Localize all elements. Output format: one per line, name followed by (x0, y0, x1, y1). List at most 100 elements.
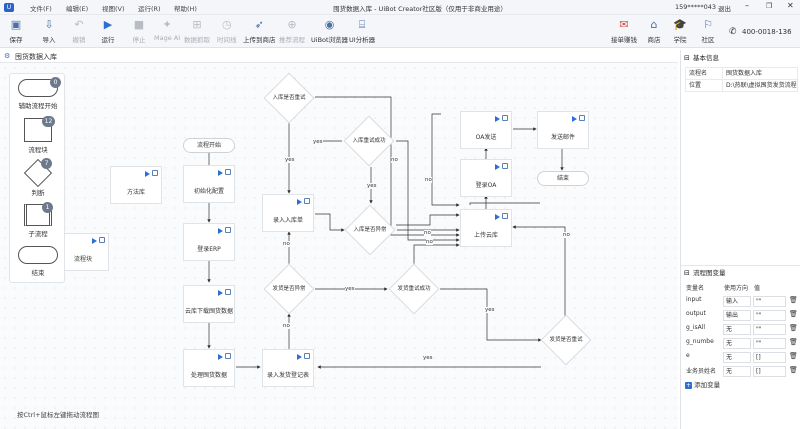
palette-decision[interactable]: 7 判断 (10, 158, 66, 197)
decision-node[interactable]: 发货重试成功 (388, 263, 440, 315)
edit-block-icon[interactable] (304, 353, 310, 359)
mage-ai-button[interactable]: ✦Mage AI (154, 18, 181, 42)
timeline-button[interactable]: ◷时间线 (217, 18, 237, 44)
direction-select[interactable]: 无 (723, 352, 751, 363)
variable-row[interactable]: g_numbe 无 "" 🗑 (686, 338, 798, 349)
edit-block-icon[interactable] (502, 213, 508, 219)
decision-node[interactable]: 入库重试成功 (343, 115, 395, 167)
data-extract-button[interactable]: ⊞数据抓取 (184, 18, 210, 44)
value-input[interactable]: [] (753, 352, 786, 363)
edit-block-icon[interactable] (152, 170, 158, 176)
run-block-icon[interactable] (297, 199, 302, 205)
decision-node[interactable]: 入库是否重试 (263, 72, 315, 124)
user-account[interactable]: 159*****043 (675, 3, 717, 11)
edit-block-icon[interactable] (579, 115, 585, 121)
flow-block[interactable]: 云库下载囤货数据 (183, 285, 235, 323)
edit-block-icon[interactable] (225, 227, 231, 233)
run-block-icon[interactable] (495, 214, 500, 220)
collapse-icon[interactable]: ⊟ (684, 269, 690, 277)
run-block-icon[interactable] (218, 354, 223, 360)
delete-icon[interactable]: 🗑 (789, 310, 798, 318)
direction-select[interactable]: 无 (723, 366, 751, 377)
direction-select[interactable]: 无 (723, 324, 751, 335)
palette-aux-start[interactable]: 0 辅助流程开始 (10, 77, 66, 110)
academy-button[interactable]: 🎓学院 (673, 18, 687, 44)
variables-header[interactable]: ⊟ 流程图变量 (684, 269, 726, 277)
run-block-icon[interactable] (572, 116, 577, 122)
delete-icon[interactable]: 🗑 (789, 338, 798, 346)
delete-icon[interactable]: 🗑 (789, 366, 798, 374)
palette-flow-block[interactable]: 12 流程块 (10, 116, 66, 154)
community-button[interactable]: ⚐社区 (701, 18, 715, 44)
variable-row[interactable]: 业务员姓名 无 [] 🗑 (686, 366, 798, 377)
variable-row[interactable]: e 无 [] 🗑 (686, 352, 798, 363)
delete-icon[interactable]: 🗑 (789, 296, 798, 304)
run-block-icon[interactable] (218, 228, 223, 234)
flow-block[interactable]: 处理囤货数据 (183, 349, 235, 387)
direction-select[interactable]: 输入 (723, 296, 751, 307)
variable-row[interactable]: g_isAll 无 "" 🗑 (686, 324, 798, 335)
run-block-icon[interactable] (145, 171, 150, 177)
variable-row[interactable]: input 输入 "" 🗑 (686, 296, 798, 307)
flow-block[interactable]: 录入入库单 (262, 194, 314, 232)
flowchart-canvas[interactable]: 按Ctrl+鼠标左键拖动流程图 流程块 方法库 初始化配置 登录ERP 云库下载… (0, 63, 678, 429)
value-input[interactable]: "" (753, 324, 786, 335)
menu-help[interactable]: 帮助(H) (174, 5, 197, 13)
close-icon[interactable]: ✕ (787, 1, 794, 10)
import-button[interactable]: ⇩导入 (42, 18, 56, 44)
value-input[interactable]: "" (753, 310, 786, 321)
menu-view[interactable]: 视图(V) (102, 5, 125, 13)
flow-block[interactable]: 登录ERP (183, 223, 235, 261)
recommend-flow-button[interactable]: ⊕推荐流程 (279, 18, 305, 44)
end-node[interactable]: 结束 (537, 171, 589, 186)
delete-icon[interactable]: 🗑 (789, 352, 798, 360)
logout-link[interactable]: 退出 (718, 5, 731, 13)
flow-block[interactable]: 初始化配置 (183, 165, 235, 203)
direction-select[interactable]: 输出 (723, 310, 751, 321)
variable-row[interactable]: output 输出 "" 🗑 (686, 310, 798, 321)
edit-block-icon[interactable] (502, 163, 508, 169)
run-button[interactable]: ▶运行 (101, 18, 115, 44)
run-block-icon[interactable] (218, 170, 223, 176)
value-input[interactable]: "" (753, 338, 786, 349)
menu-run[interactable]: 运行(R) (138, 5, 161, 13)
flow-block[interactable]: 发送邮件 (537, 111, 589, 149)
palette-subflow[interactable]: 1 子流程 (10, 202, 66, 238)
flow-block[interactable]: 方法库 (110, 166, 162, 204)
direction-select[interactable]: 无 (723, 338, 751, 349)
value-input[interactable]: "" (753, 296, 786, 307)
flow-block[interactable]: 录入发货登记表 (262, 349, 314, 387)
decision-node[interactable]: 发货是否异常 (263, 263, 315, 315)
flow-block[interactable]: 上传云库 (460, 209, 512, 247)
start-node[interactable]: 流程开始 (183, 138, 235, 153)
upload-store-button[interactable]: ➶上传到商店 (243, 18, 276, 44)
document-tab[interactable]: 囤货数据入库 (15, 53, 57, 61)
value-input[interactable]: [] (753, 366, 786, 377)
collapse-icon[interactable]: ⊟ (684, 54, 690, 62)
add-variable-button[interactable]: + 添加变量 (685, 381, 721, 389)
run-block-icon[interactable] (92, 238, 97, 244)
run-block-icon[interactable] (495, 164, 500, 170)
ui-analyzer-button[interactable]: ⌸UI分析器 (349, 18, 376, 44)
undo-button[interactable]: ↶撤销 (72, 18, 86, 44)
delete-icon[interactable]: 🗑 (789, 324, 798, 332)
store-button[interactable]: ⌂商店 (647, 18, 661, 44)
run-block-icon[interactable] (495, 116, 500, 122)
run-block-icon[interactable] (297, 354, 302, 360)
edit-block-icon[interactable] (502, 115, 508, 121)
palette-end[interactable]: 结束 (10, 244, 66, 277)
edit-block-icon[interactable] (304, 198, 310, 204)
flow-block[interactable]: OA发送 (460, 111, 512, 149)
receive-task-button[interactable]: ✉接单赚钱 (611, 18, 637, 44)
decision-node[interactable]: 发货是否重试 (540, 314, 592, 366)
restore-icon[interactable]: ❐ (766, 2, 773, 10)
menu-edit[interactable]: 编辑(E) (66, 5, 89, 13)
menu-file[interactable]: 文件(F) (30, 5, 52, 13)
edit-block-icon[interactable] (225, 289, 231, 295)
basic-info-header[interactable]: ⊟ 基本信息 (684, 54, 719, 62)
decision-node[interactable]: 入库是否异常 (344, 204, 396, 256)
uibot-browser-button[interactable]: ◉UiBot浏览器 (311, 18, 349, 44)
stop-button[interactable]: ■停止 (132, 18, 146, 44)
edit-block-icon[interactable] (99, 237, 105, 243)
save-button[interactable]: ▣保存 (9, 18, 23, 44)
